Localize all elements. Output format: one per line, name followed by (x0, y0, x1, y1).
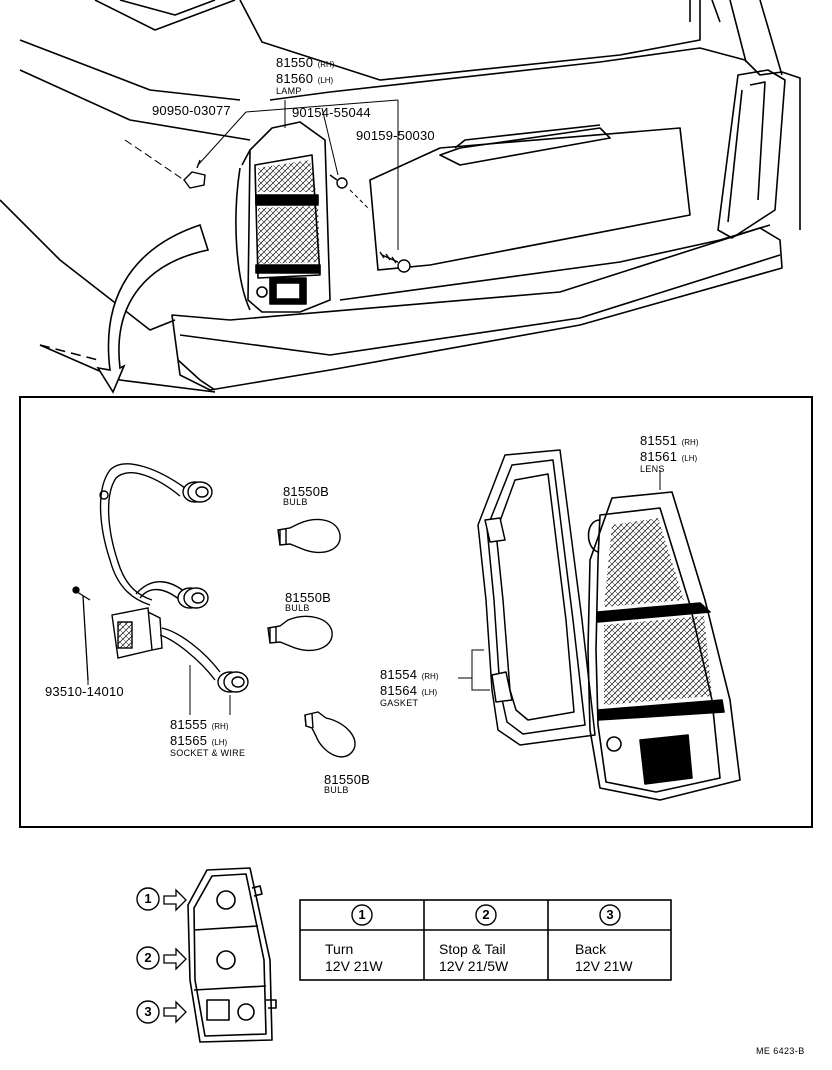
bulb-1-label: 81550B BULB (283, 485, 329, 507)
part-90159-label: 90159-50030 (356, 128, 435, 143)
lens-pn-lh: 81561 (640, 449, 678, 464)
car-rear-illustration (0, 0, 801, 393)
position-key-lamp (187, 867, 277, 1043)
table-col-1: Turn 12V 21W (325, 941, 383, 975)
key-num-2: 2 (144, 950, 152, 965)
table-col-3-function: Back (575, 941, 607, 957)
bulb-1-name: BULB (283, 497, 308, 507)
lamp-suffix-rh: (RH) (317, 60, 335, 69)
bulb-3-name: BULB (324, 785, 349, 795)
installed-lamp-lens-hatch (258, 160, 316, 192)
gasket-pn-lh: 81564 (380, 683, 418, 698)
table-col-1-spec: 12V 21W (325, 958, 383, 974)
table-col-3-num: 3 (606, 907, 614, 922)
bulb-2-label: 81550B BULB (285, 591, 331, 613)
table-col-2-function: Stop & Tail (439, 941, 506, 957)
bulb-icon-1 (277, 518, 341, 553)
bulb-2-pn: 81550B (285, 590, 332, 605)
bulb-icon-3 (304, 711, 356, 758)
clip-fastener (183, 159, 206, 189)
gasket-drawing (477, 449, 596, 746)
small-screw (72, 586, 91, 681)
key-num-1: 1 (144, 891, 152, 906)
bulb-spec-table (299, 899, 672, 981)
bulb-2-name: BULB (285, 603, 310, 613)
lens-hatch-middle (604, 616, 712, 705)
installed-lamp-lens-hatch-2 (258, 206, 320, 264)
bulb-3-label: 81550B BULB (324, 773, 370, 795)
part-90154-label: 90154-55044 (292, 105, 371, 120)
lamp-suffix-lh: (LH) (317, 76, 334, 85)
socket-label: 81555 (RH) 81565 (LH) SOCKET & WIRE (170, 717, 245, 758)
key-num-3: 3 (144, 1004, 152, 1019)
gasket-name: GASKET (380, 698, 419, 708)
table-col-3: Back 12V 21W (575, 941, 633, 975)
top-leader-lines (124, 99, 399, 250)
table-col-1-num: 1 (358, 907, 366, 922)
key-arrows (163, 888, 187, 1024)
lens-hatch-upper (604, 518, 684, 607)
table-circled-numbers (136, 887, 621, 1024)
lens-suffix-lh: (LH) (681, 454, 698, 463)
curved-arrow (39, 223, 210, 394)
gasket-suffix-lh: (LH) (421, 688, 438, 697)
lens-hatch-lower (648, 740, 686, 776)
socket-pn-lh: 81565 (170, 733, 208, 748)
footer-code: ME 6423-B (756, 1046, 805, 1056)
socket-name: SOCKET & WIRE (170, 748, 246, 758)
screw-upper (329, 174, 348, 189)
gasket-label: 81554 (RH) 81564 (LH) GASKET (380, 667, 439, 708)
lamp-name: LAMP (276, 86, 302, 96)
lamp-pn-lh: 81560 (276, 71, 314, 86)
screw-label: 93510-14010 (45, 684, 124, 699)
table-col-2-spec: 12V 21/5W (439, 958, 509, 974)
gasket-suffix-rh: (RH) (421, 672, 439, 681)
socket-wire-harness (99, 463, 249, 693)
screw-lower (379, 251, 411, 273)
lamp-pn-rh: 81550 (276, 55, 314, 70)
lens-pn-rh: 81551 (640, 433, 678, 448)
gasket-pn-rh: 81554 (380, 667, 418, 682)
table-col-3-spec: 12V 21W (575, 958, 633, 974)
lens-name: LENS (640, 464, 665, 474)
socket-pn-rh: 81555 (170, 717, 208, 732)
socket-suffix-rh: (RH) (211, 722, 229, 731)
table-col-1-function: Turn (325, 941, 354, 957)
bulb-icon-2 (267, 615, 333, 651)
exploded-view-frame (19, 396, 813, 828)
box-leader-lines (87, 470, 661, 715)
bulb-1-pn: 81550B (283, 484, 330, 499)
part-90950-label: 90950-03077 (152, 103, 231, 118)
bulb-3-pn: 81550B (324, 772, 371, 787)
socket-suffix-lh: (LH) (211, 738, 228, 747)
table-col-2-num: 2 (482, 907, 490, 922)
lamp-label: 81550 (RH) 81560 (LH) LAMP (276, 55, 335, 96)
lens-label: 81551 (RH) 81561 (LH) LENS (640, 433, 699, 474)
lens-suffix-rh: (RH) (681, 438, 699, 447)
table-col-2: Stop & Tail 12V 21/5W (439, 941, 508, 975)
